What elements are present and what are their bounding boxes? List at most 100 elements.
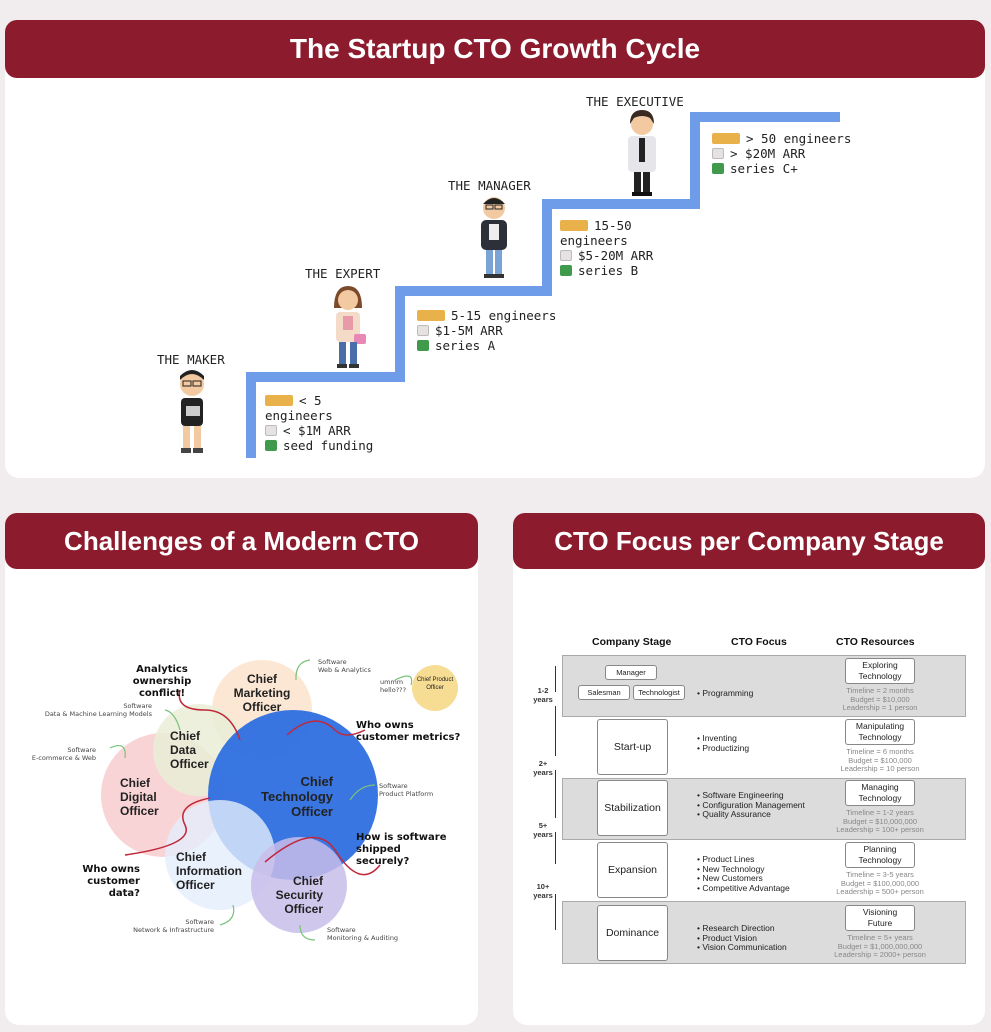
circle-cio	[165, 800, 275, 910]
challenges-title: Challenges of a Modern CTO	[5, 513, 478, 569]
cdigital-label: Chief Digital Officer	[120, 776, 159, 818]
funding: series C+	[730, 161, 798, 176]
timeline-line	[555, 894, 556, 930]
header-cto-resources: CTO Resources	[836, 636, 915, 648]
money-icon	[560, 265, 572, 276]
funding: seed funding	[283, 438, 374, 453]
stair-step-1-top	[246, 372, 396, 382]
resource-visioning: Visioning Future	[845, 905, 915, 931]
years-4: 10+ years	[533, 882, 553, 900]
role-executive: THE EXECUTIVE	[586, 94, 684, 109]
engineers-icon	[560, 220, 588, 231]
focus-row-4: Product LinesNew TechnologyNew Customers…	[697, 854, 789, 893]
cso-label: Chief Security Officer	[275, 874, 323, 916]
cdo-label: Chief Data Officer	[170, 729, 209, 771]
stage-stabilization: Stabilization	[597, 780, 668, 836]
header-cto-focus: CTO Focus	[731, 636, 787, 648]
arr: $1-5M ARR	[435, 323, 503, 338]
question-metrics: Who owns customer metrics?	[356, 720, 461, 743]
stair-step-4	[690, 112, 700, 209]
funding: series A	[435, 338, 496, 353]
maker-stats: < 5 engineers < $1M ARR seed funding	[265, 393, 373, 453]
cxo-venn-diagram	[101, 659, 458, 941]
stair-step-1	[246, 372, 256, 458]
money-icon	[712, 163, 724, 174]
role-maker: THE MAKER	[157, 352, 225, 367]
engineers-count: 5-15 engineers	[451, 308, 557, 323]
engineers-icon	[712, 133, 740, 144]
focus-row-2: InventingProductizing	[697, 733, 749, 753]
resource-planning: Planning Technology	[845, 842, 915, 868]
focus-row-1: Programming	[697, 688, 753, 699]
question-data: Who owns customer data?	[82, 864, 140, 899]
focus-row-5: Research DirectionProduct VisionVision C…	[697, 923, 786, 953]
question-secure: How is software shipped securely?	[356, 832, 447, 867]
focus-row-3: Software EngineeringConfiguration Manage…	[697, 790, 805, 820]
expert-stats: 5-15 engineers $1-5M ARR series A	[417, 308, 556, 353]
timeline-line	[555, 832, 556, 864]
chart-icon	[265, 425, 277, 436]
engineers-icon	[265, 395, 293, 406]
stair-step-2-top	[395, 286, 545, 296]
expert-character-icon	[334, 286, 366, 368]
circle-cpo	[412, 665, 458, 711]
years-2: 2+ years	[533, 759, 553, 777]
executive-stats: > 50 engineers > $20M ARR series C+	[712, 131, 851, 176]
stage-expansion: Expansion	[597, 842, 668, 898]
growth-cycle-title: The Startup CTO Growth Cycle	[5, 20, 985, 78]
arr: < $1M ARR	[283, 423, 351, 438]
circle-cso	[251, 837, 347, 933]
manager-stats: 15-50 engineers $5-20M ARR series B	[560, 218, 653, 278]
money-icon	[417, 340, 429, 351]
funding: series B	[578, 263, 639, 278]
engineers-icon	[417, 310, 445, 321]
role-salesman-box: Salesman	[578, 685, 630, 700]
cpo-label: Chief Product Officer	[416, 677, 454, 691]
years-3: 5+ years	[533, 821, 553, 839]
stair-step-2	[395, 286, 405, 382]
cto-label: Chief Technology Officer	[261, 774, 333, 819]
role-technologist-box: Technologist	[633, 685, 685, 700]
timeline-line	[555, 706, 556, 756]
resource-managing: Managing Technology	[845, 780, 915, 806]
resource-manipulating: Manipulating Technology	[845, 719, 915, 745]
maker-character-icon	[180, 370, 204, 453]
timeline-line	[555, 770, 556, 818]
arr: > $20M ARR	[730, 146, 806, 161]
years-1: 1-2 years	[533, 686, 553, 704]
manager-character-icon	[481, 197, 507, 278]
chart-icon	[712, 148, 724, 159]
timeline-line	[555, 666, 556, 692]
role-expert: THE EXPERT	[305, 266, 381, 281]
role-manager: THE MANAGER	[448, 178, 531, 193]
resource-exploring: Exploring Technology	[845, 658, 915, 684]
focus-title: CTO Focus per Company Stage	[513, 513, 985, 569]
header-company-stage: Company Stage	[592, 636, 672, 648]
engineers-count: < 5	[299, 393, 322, 408]
stair-step-4-top	[690, 112, 840, 122]
stage-dominance: Dominance	[597, 905, 668, 961]
question-analytics: Analytics ownership conflict!	[132, 664, 192, 699]
money-icon	[265, 440, 277, 451]
engineers-label: engineers	[560, 233, 628, 248]
engineers-label: engineers	[265, 408, 333, 423]
chart-icon	[560, 250, 572, 261]
executive-character-icon	[628, 110, 656, 196]
stage-startup: Start-up	[597, 719, 668, 775]
stair-step-3	[542, 199, 552, 296]
chart-icon	[417, 325, 429, 336]
arr: $5-20M ARR	[578, 248, 654, 263]
cio-label: Chief Information Officer	[176, 850, 242, 892]
role-manager-box: Manager	[605, 665, 657, 680]
engineers-count: > 50 engineers	[746, 131, 852, 146]
engineers-count: 15-50	[594, 218, 632, 233]
